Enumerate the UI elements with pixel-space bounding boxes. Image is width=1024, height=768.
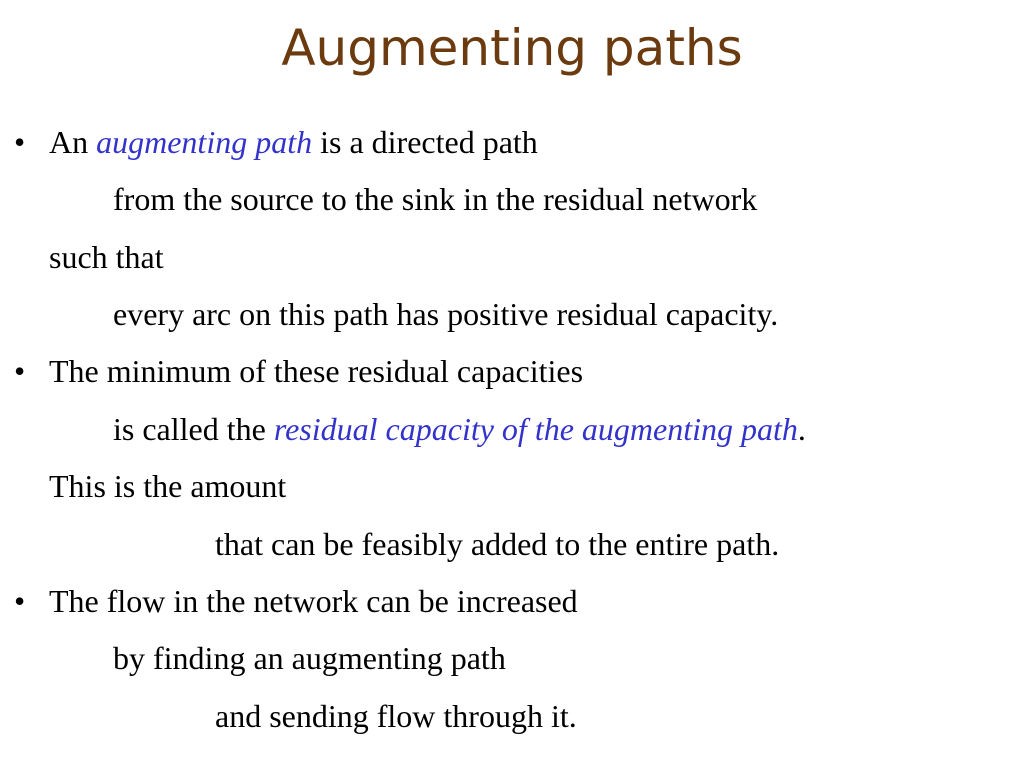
bullet-2-line-2: is called the residual capacity of the a… xyxy=(113,409,806,449)
bullet-3-line-3: and sending flow through it. xyxy=(215,698,577,734)
bullet-marker: • xyxy=(14,583,26,619)
bullet-1-line-1: An augmenting path is a directed path xyxy=(49,122,538,162)
bullet-3-line-2: by finding an augmenting path xyxy=(113,640,506,676)
text-run: is a directed path xyxy=(312,124,538,160)
text-run: is called the xyxy=(113,411,274,447)
bullet-marker: • xyxy=(14,124,26,160)
slide-title: Augmenting paths xyxy=(281,19,743,77)
bullet-2-line-1: The minimum of these residual capacities xyxy=(49,353,584,389)
emphasis-term: residual capacity of the augmenting path xyxy=(273,411,798,447)
bullet-marker: • xyxy=(14,353,26,389)
bullet-2-line-4: that can be feasibly added to the entire… xyxy=(215,526,780,562)
text-run: . xyxy=(797,411,806,447)
bullet-2-line-3: This is the amount xyxy=(49,468,287,504)
bullet-1-line-3: such that xyxy=(49,239,164,275)
emphasis-term: augmenting path xyxy=(96,124,313,160)
bullet-1-line-4: every arc on this path has positive resi… xyxy=(113,296,779,332)
text-run: An xyxy=(49,124,97,160)
bullet-3-line-1: The flow in the network can be increased xyxy=(49,583,578,619)
bullet-1-line-2: from the source to the sink in the resid… xyxy=(113,181,758,217)
